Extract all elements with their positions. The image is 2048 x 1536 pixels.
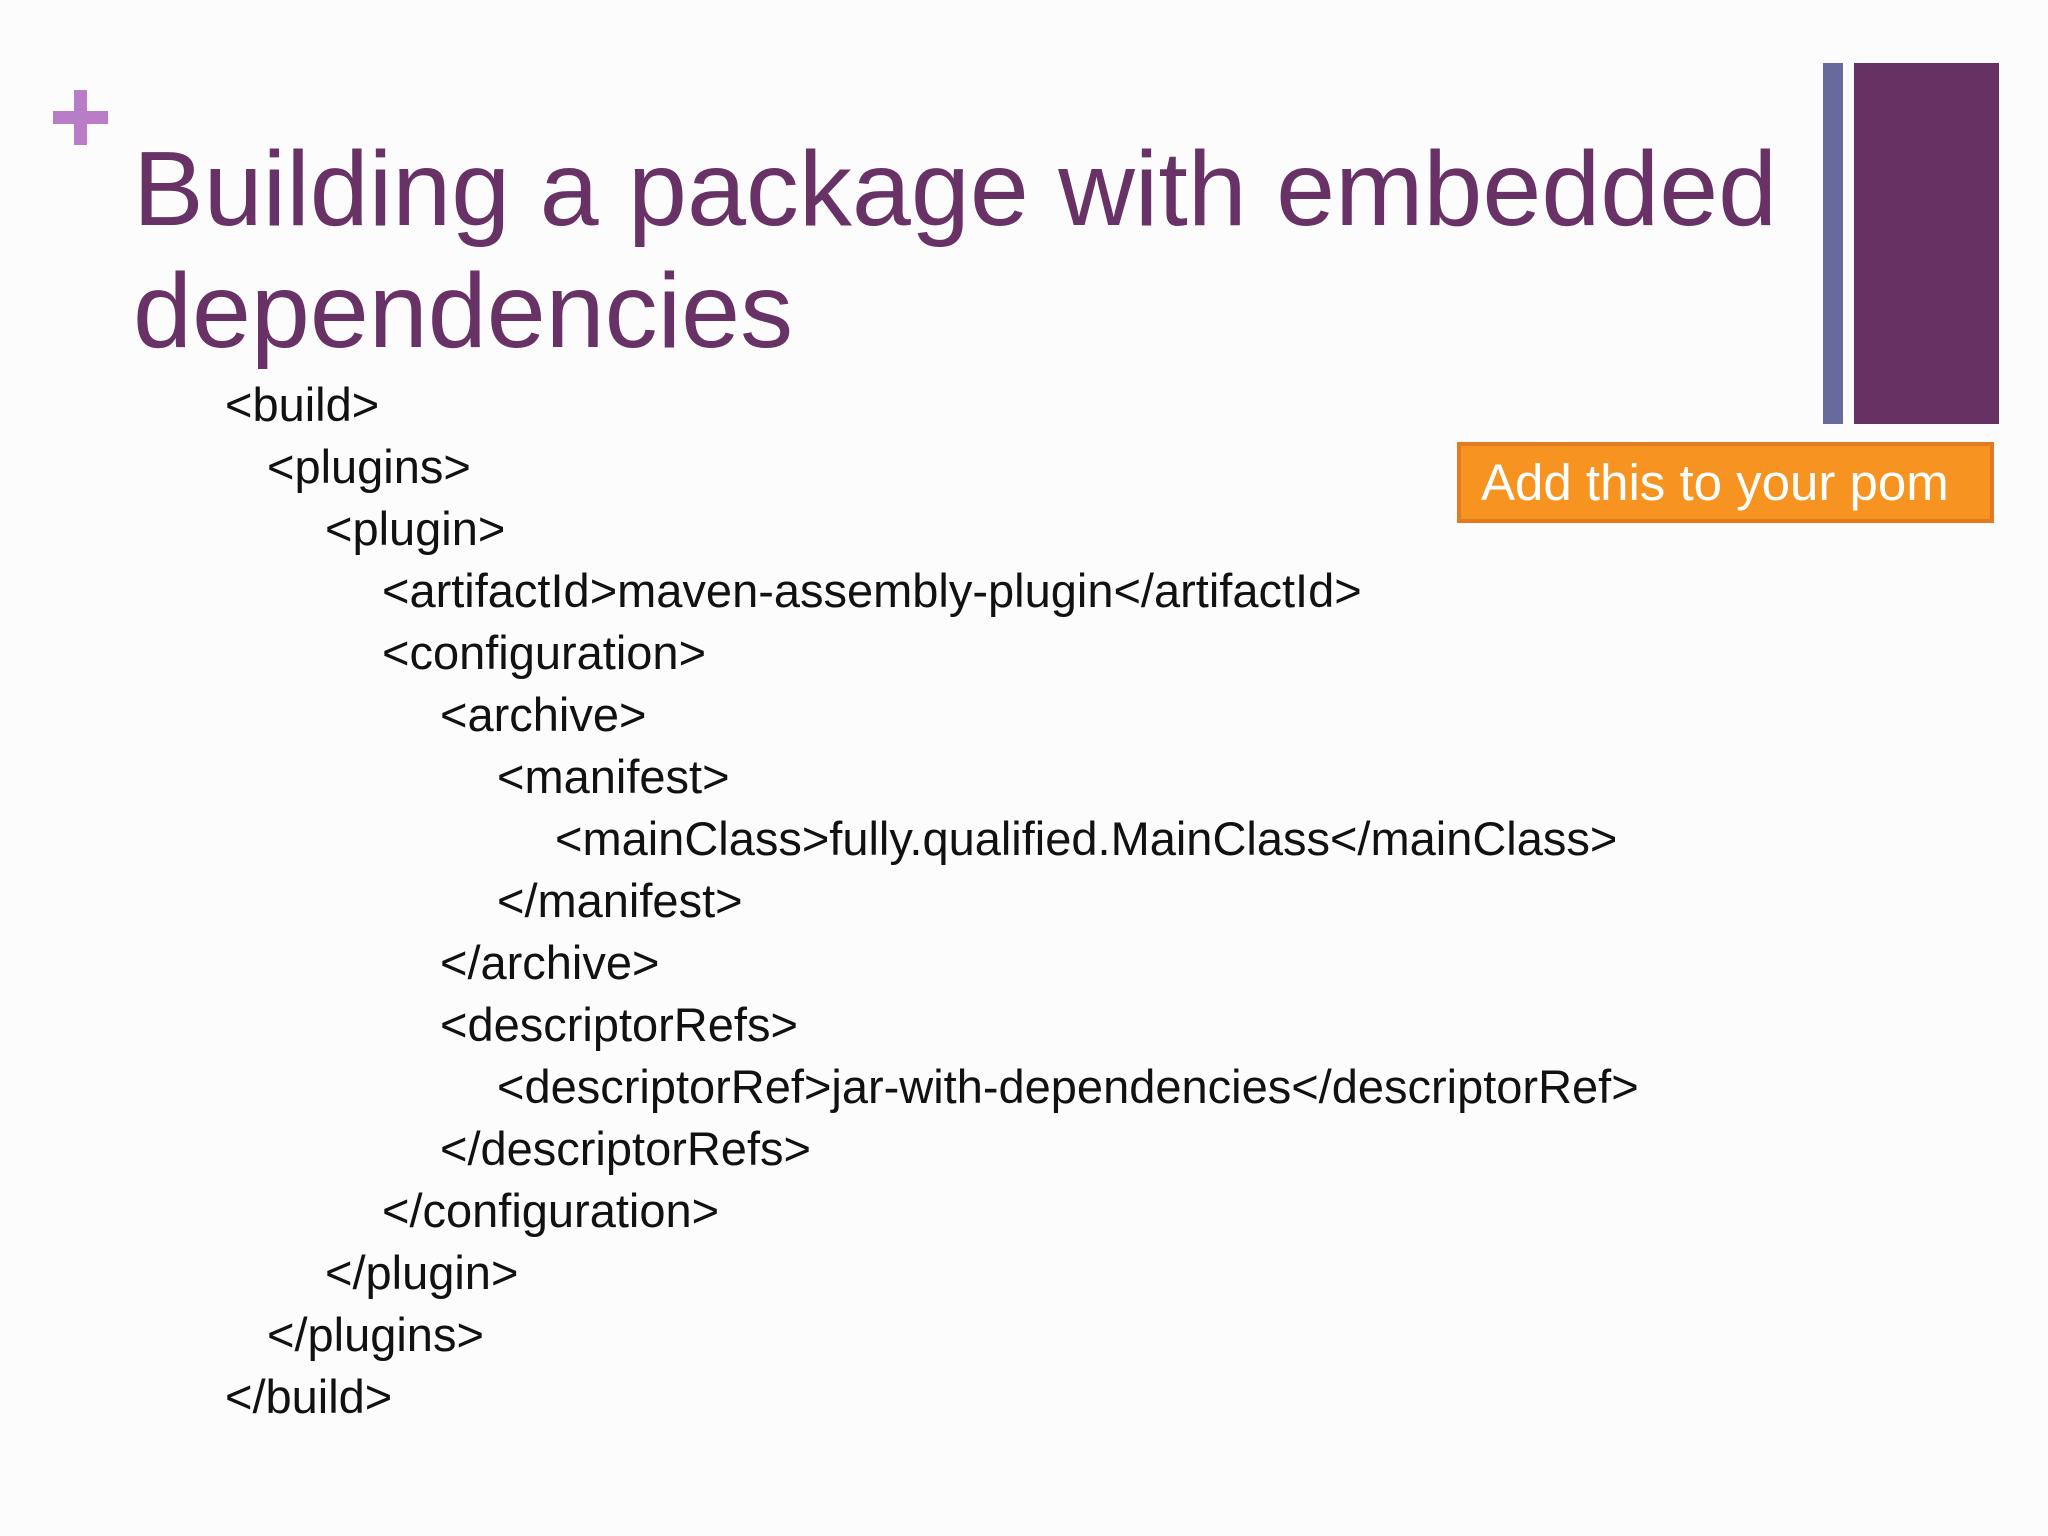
code-line: <build> [225, 378, 380, 431]
code-line: <plugin> [325, 502, 506, 555]
slide-title: Building a package with embedded depende… [133, 130, 1778, 370]
plus-icon [53, 90, 108, 145]
code-line: <plugins> [267, 440, 471, 493]
code-line: </descriptorRefs> [440, 1122, 811, 1175]
code-block: <build> <plugins> <plugin> <artifactId>m… [0, 374, 1800, 1428]
code-line: <descriptorRef>jar-with-dependencies</de… [497, 1060, 1639, 1113]
callout-box: Add this to your pom [1457, 442, 1994, 523]
code-line: </build> [225, 1370, 393, 1423]
code-line: </plugins> [267, 1308, 484, 1361]
accent-bar-thin [1823, 63, 1843, 424]
code-line: <artifactId>maven-assembly-plugin</artif… [382, 564, 1362, 617]
code-line: </manifest> [497, 874, 743, 927]
accent-bar-thick [1854, 63, 1999, 424]
code-line: <manifest> [497, 750, 730, 803]
code-line: <configuration> [382, 626, 707, 679]
code-line: </archive> [440, 936, 660, 989]
code-line: </configuration> [382, 1184, 720, 1237]
code-line: <archive> [440, 688, 647, 741]
code-line: </plugin> [325, 1246, 519, 1299]
code-line: <descriptorRefs> [440, 998, 798, 1051]
code-line: <mainClass>fully.qualified.MainClass</ma… [555, 812, 1618, 865]
